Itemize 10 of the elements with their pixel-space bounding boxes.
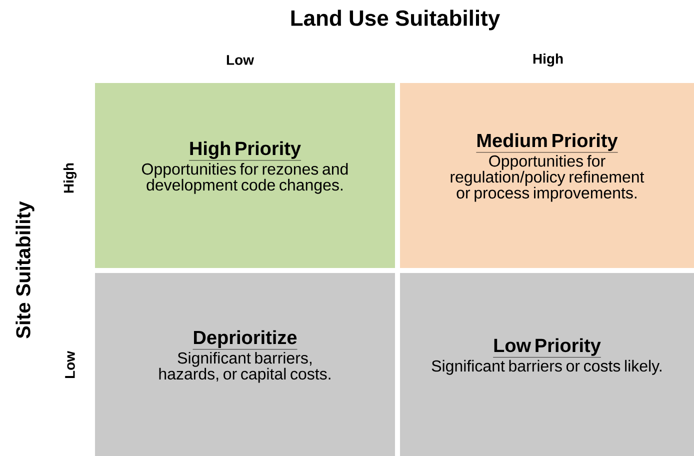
axis-label: High (533, 53, 563, 67)
axis-label: Low (65, 350, 75, 378)
quadrant-box: Low Priority Significant barriers or costs likely. (400, 273, 694, 456)
quadrant-box: Medium Priority Opportunities for regulation/policy refinement or process improvements. (400, 83, 694, 268)
axis-label: Low (226, 55, 254, 65)
axis-title: Land Use Suitability (291, 10, 500, 30)
axis-label: Site Suitability (16, 201, 34, 338)
quadrant-box: High Priority Opportunities for rezones and development code changes. (95, 83, 395, 268)
quadrant-box: Deprioritize Significant barriers, hazards, or capital costs. (95, 273, 395, 456)
axis-label: High (63, 163, 77, 193)
